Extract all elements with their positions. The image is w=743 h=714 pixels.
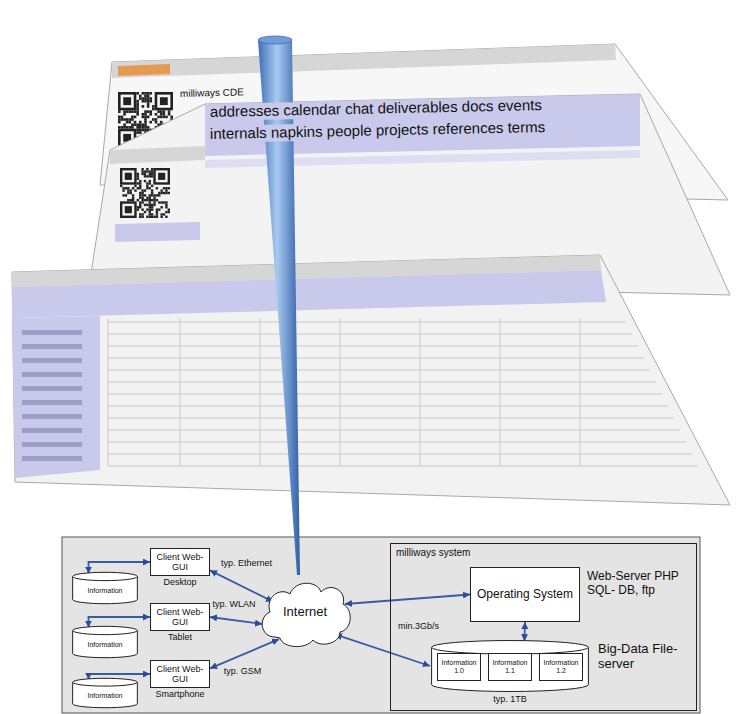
connection-label: typ. GSM — [222, 666, 264, 677]
node-label: Information 1.2 — [542, 659, 580, 675]
connector — [210, 639, 279, 668]
node-label: Big-Data File-server — [598, 642, 690, 672]
diagram-panel — [62, 537, 700, 713]
connector — [335, 634, 430, 666]
connection-label: typ. Ethernet — [219, 558, 274, 569]
node-label: Client Web-GUI — [154, 552, 206, 573]
node-label: Operating System — [477, 588, 573, 602]
node-label: Client Web-GUI — [154, 664, 206, 685]
node-label: milliways system — [396, 547, 470, 559]
client-box: Client Web-GUISmartphone — [150, 660, 210, 688]
database-cylinder: Information — [72, 678, 138, 708]
information-box: Information 1.1 — [488, 653, 532, 681]
qr-code — [120, 168, 170, 218]
node-label: Information — [87, 692, 122, 700]
internet-cloud: Internet — [255, 572, 355, 652]
sidebar-rows — [22, 330, 82, 461]
node-caption: typ. 1TB — [493, 694, 527, 704]
screenshot-layer — [12, 255, 730, 505]
connector — [210, 570, 273, 601]
information-box: Information 1.0 — [437, 653, 481, 681]
connector — [524, 622, 526, 641]
connection-label: typ. WLAN — [210, 599, 257, 610]
node-label: Information — [87, 641, 122, 649]
connector — [345, 595, 470, 605]
connector — [89, 562, 151, 574]
node-caption: Smartphone — [155, 689, 204, 699]
database-cylinder: Information — [72, 626, 138, 658]
client-box: Client Web-GUIDesktop — [150, 548, 210, 576]
connection-label: min.3Gb/s — [396, 621, 441, 632]
node-caption: Web-Server PHP SQL- DB, ftp — [587, 570, 691, 598]
database-cylinder: Information — [72, 572, 138, 604]
connector — [210, 617, 262, 624]
node-label: Information 1.0 — [440, 659, 478, 675]
screen-text: milliways CDE — [180, 86, 244, 99]
node-caption: Desktop — [163, 577, 196, 587]
file-server-cylinder: Big-Data File-servertyp. 1TBInformation … — [430, 640, 590, 692]
node-label: Information 1.1 — [491, 659, 529, 675]
information-box: Information 1.2 — [539, 653, 583, 681]
node-label: Client Web-GUI — [154, 607, 206, 628]
server-box: Operating SystemWeb-Server PHP SQL- DB, … — [470, 567, 580, 622]
node-caption: Tablet — [168, 632, 192, 642]
table-grid — [108, 318, 698, 466]
node-label: Information — [87, 587, 122, 595]
node-label: Internet — [283, 605, 327, 620]
client-box: Client Web-GUITablet — [150, 603, 210, 631]
